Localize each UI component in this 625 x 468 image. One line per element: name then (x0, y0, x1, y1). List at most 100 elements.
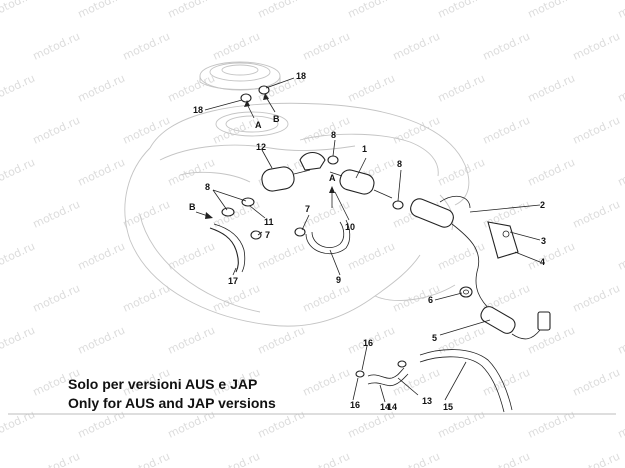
watermark-text: motod.ru (616, 0, 625, 21)
watermark-text: motod.ru (256, 0, 307, 21)
sensor-5 (480, 306, 551, 340)
callout-1: 1 (362, 144, 367, 154)
callout-18a: 18 (296, 71, 306, 81)
watermark-text: motod.ru (211, 282, 262, 315)
watermark-text: motod.ru (121, 198, 172, 231)
watermark-text: motod.ru (211, 30, 262, 63)
watermark-text: motod.ru (301, 366, 352, 399)
watermark-text: motod.ru (346, 72, 397, 105)
watermark-text: motod.ru (256, 324, 307, 357)
watermark-text: motod.ru (526, 72, 577, 105)
arrow-label-b1: B (273, 114, 280, 124)
callout-11: 11 (264, 217, 274, 227)
callout-14b: 14 (387, 402, 397, 412)
watermark-text: motod.ru (0, 0, 37, 21)
arrow-label-b2: B (189, 202, 196, 212)
callout-16b: 16 (350, 400, 360, 410)
watermark-text: motod.ru (256, 240, 307, 273)
callout-10: 10 (345, 222, 355, 232)
hose-17 (209, 223, 246, 273)
callout-8b: 8 (331, 130, 336, 140)
callout-17: 17 (228, 276, 238, 286)
watermark-text: motod.ru (301, 114, 352, 147)
note-line-1: Solo per versioni AUS e JAP (68, 376, 257, 392)
watermark-text: motod.ru (0, 408, 37, 441)
hose-14 (355, 360, 409, 387)
watermark-text: motod.ru (301, 450, 352, 468)
watermark-text: motod.ru (481, 114, 532, 147)
watermark-text: motod.ru (436, 0, 487, 21)
watermark-text: motod.ru (436, 240, 487, 273)
watermark-text: motod.ru (391, 450, 442, 468)
callout-6: 6 (428, 295, 433, 305)
watermark-text: motod.ru (256, 408, 307, 441)
arrow-label-a2: A (329, 173, 336, 183)
note-line-2: Only for AUS and JAP versions (68, 395, 276, 411)
watermark-text: motod.ru (76, 240, 127, 273)
bracket-4 (487, 221, 519, 259)
callout-12: 12 (256, 142, 266, 152)
callout-14a: 14 (380, 402, 390, 412)
watermark-text: motod.ru (31, 114, 82, 147)
watermark-text: motod.ru (616, 408, 625, 441)
fuel-pump-12 (261, 151, 326, 192)
watermark-text: motod.ru (616, 156, 625, 189)
callout-4: 4 (540, 257, 545, 267)
watermark-text: motod.ru (346, 408, 397, 441)
watermark-text: motod.ru (166, 324, 217, 357)
arrow-labels: A A B B (189, 114, 336, 212)
watermark-text: motod.ru (526, 408, 577, 441)
watermark-text: motod.ru (571, 450, 622, 468)
watermark-text: motod.ru (166, 240, 217, 273)
fuel-filter-1 (329, 169, 393, 199)
watermark-text: motod.ru (436, 408, 487, 441)
callout-numbers: 1 2 3 4 5 6 7 7 8 8 8 9 10 11 12 14 14 1… (193, 71, 546, 412)
watermark-text: motod.ru (31, 282, 82, 315)
watermark-text: motod.ru (0, 240, 37, 273)
watermark-text: motod.ru (166, 0, 217, 21)
watermark-text: motod.ru (526, 0, 577, 21)
watermark-text: motod.ru (346, 240, 397, 273)
clamps-8-11 (221, 85, 404, 240)
watermark-text: motod.ru (121, 30, 172, 63)
callout-2: 2 (540, 200, 545, 210)
callout-8a: 8 (205, 182, 210, 192)
callout-7b: 7 (305, 204, 310, 214)
callout-8c: 8 (397, 159, 402, 169)
watermark-text: motod.ru (481, 30, 532, 63)
fuel-pump-assembly-2 (410, 195, 493, 313)
watermark-text: motod.ru (166, 72, 217, 105)
callout-15: 15 (443, 402, 453, 412)
arrow-label-a1: A (255, 120, 262, 130)
watermark-text: motod.ru (616, 240, 625, 273)
watermark-text: motod.ru (391, 282, 442, 315)
callout-13: 13 (422, 396, 432, 406)
watermark-text: motod.ru (121, 282, 172, 315)
watermark-text: motod.ru (0, 156, 37, 189)
watermark-text: motod.ru (616, 324, 625, 357)
watermark-text: motod.ru (166, 408, 217, 441)
watermark-text: motod.ru (346, 0, 397, 21)
watermark-text: motod.ru (31, 30, 82, 63)
watermark-text: motod.ru (571, 366, 622, 399)
watermark-text: motod.ru (391, 114, 442, 147)
callout-18b: 18 (193, 105, 203, 115)
direction-arrows (195, 93, 335, 219)
callout-5: 5 (432, 333, 437, 343)
fuel-tank-outline (124, 61, 470, 327)
watermark-text: motod.ru (571, 198, 622, 231)
watermark-text: motod.ru (76, 72, 127, 105)
watermark-text: motod.ru (481, 450, 532, 468)
watermark-text: motod.ru (0, 324, 37, 357)
hose-9 (305, 219, 351, 254)
washer-6 (459, 286, 473, 298)
watermark-text: motod.ru (571, 114, 622, 147)
watermark-text: motod.ru (571, 282, 622, 315)
watermark-text: motod.ru (526, 156, 577, 189)
watermark-text: motod.ru (436, 72, 487, 105)
watermark-text: motod.ru (121, 114, 172, 147)
callout-16a: 16 (363, 338, 373, 348)
watermark-text: motod.ru (616, 72, 625, 105)
watermark-text: motod.ru (526, 324, 577, 357)
